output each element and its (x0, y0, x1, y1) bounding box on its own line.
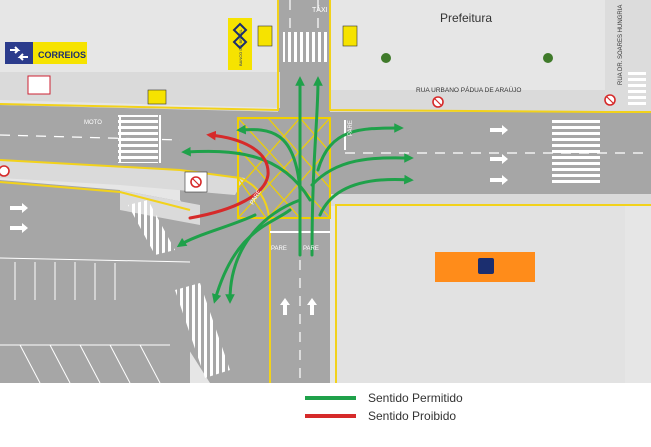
label-correios: CORREIOS (38, 50, 86, 60)
street-name-soares: RUA DR. SOARES HUNGRIA (618, 5, 624, 85)
tree-icon (381, 53, 391, 63)
building (435, 252, 535, 282)
pare-marking-2: PARE (303, 246, 319, 252)
label-moto: MOTO (84, 120, 102, 126)
label-bank: BANCO DO BRASIL (238, 29, 243, 66)
no-turn-sign-icon (0, 165, 10, 177)
label-prefeitura: Prefeitura (440, 11, 492, 25)
parking-bays (0, 257, 191, 384)
tree-icon (543, 53, 553, 63)
no-turn-sign-icon (604, 94, 616, 106)
street-name-urbano: RUA URBANO PÁDUA DE ARAÚJO (416, 85, 521, 94)
no-turn-sign-icon (184, 171, 208, 193)
crosswalks (118, 32, 646, 378)
prohibited-movements (188, 130, 270, 220)
road-arrows (10, 125, 508, 315)
crosswalk-north (283, 32, 327, 62)
pare-marking-1: PARE (271, 246, 287, 252)
bus-stop-sign-icon (342, 25, 358, 47)
parking-sign-icon (27, 75, 51, 95)
bus-stop-sign-icon (257, 25, 273, 47)
legend-label-prohibited: Sentido Proibido (368, 409, 456, 423)
crosswalk-far-east (628, 72, 646, 108)
traffic-signs (0, 25, 616, 193)
crosswalk-southwest (128, 200, 175, 255)
bus-stop-sign-icon (147, 89, 167, 105)
legend-label-permitted: Sentido Permitido (368, 391, 463, 405)
permitted-movements (176, 76, 414, 304)
banco-do-brasil-logo-icon (228, 18, 252, 70)
crosswalk-east (552, 120, 600, 184)
no-turn-sign-icon (432, 96, 444, 108)
pare-marking-3: PARE (348, 120, 354, 136)
crosswalk-west (118, 115, 158, 163)
building-logo-icon (478, 258, 494, 274)
correios-logo-icon (5, 42, 87, 64)
crosswalk-south (175, 283, 230, 378)
legend: Sentido Permitido Sentido Proibido (305, 391, 463, 423)
curb-lines (0, 0, 651, 383)
trees (381, 53, 553, 63)
label-taxi: TÁXI (312, 5, 328, 14)
